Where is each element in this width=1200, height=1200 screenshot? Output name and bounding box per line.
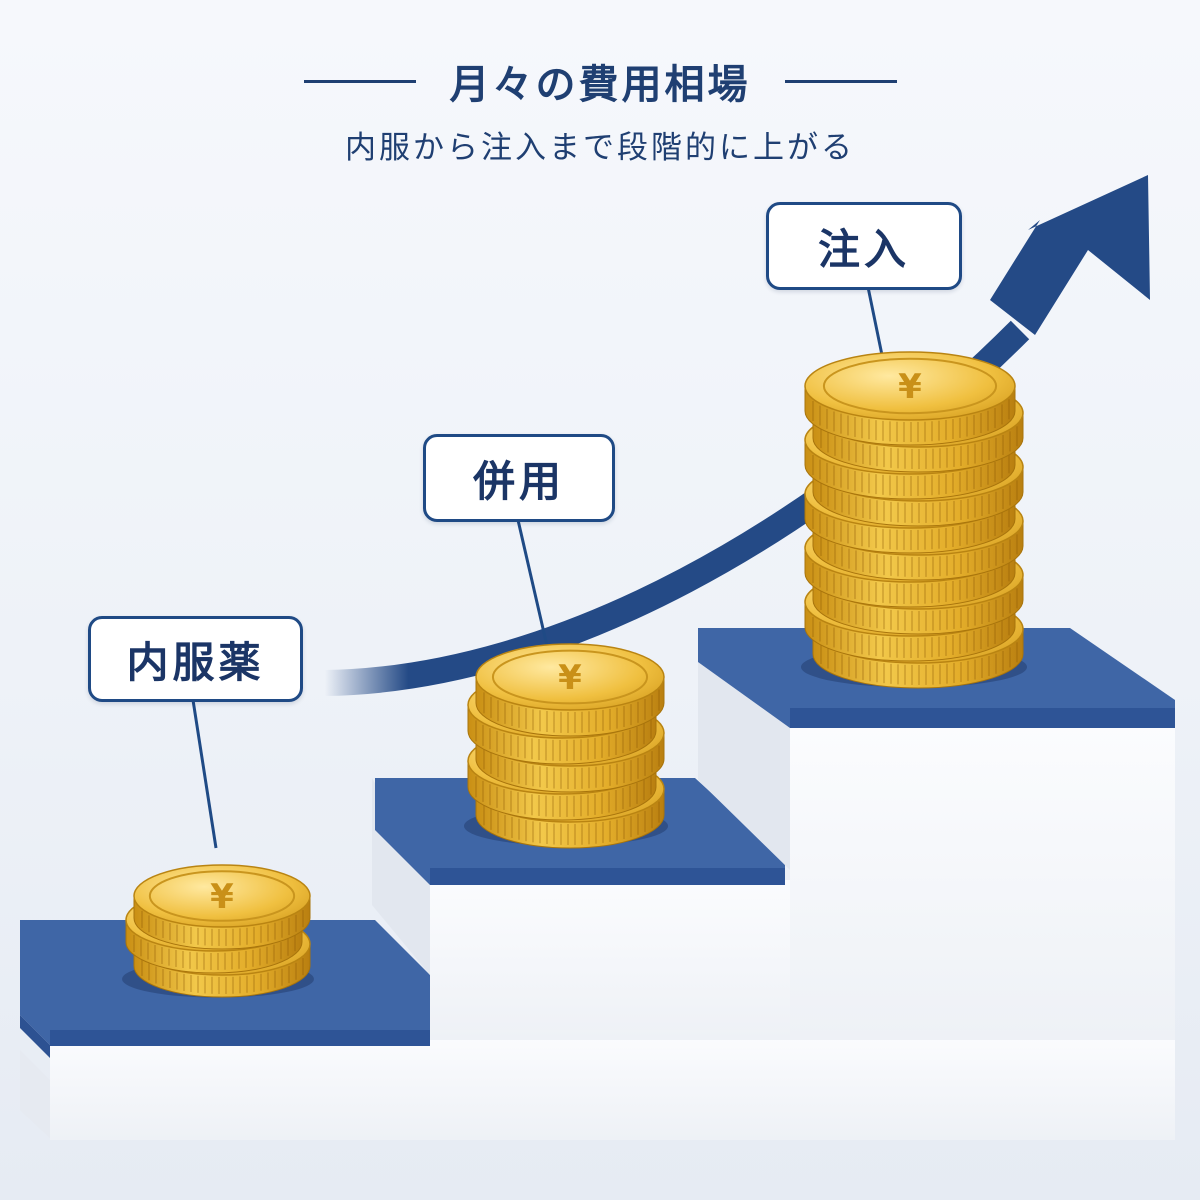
leader-line-3 bbox=[866, 286, 885, 361]
header: 月々の費用相場 内服から注入まで段階的に上がる bbox=[0, 0, 1200, 190]
title-rule-right bbox=[784, 79, 897, 83]
yen-coin-icon: ¥ bbox=[133, 864, 311, 950]
coin-stack-2: ¥ bbox=[464, 643, 668, 849]
yen-symbol: ¥ bbox=[558, 658, 582, 698]
arrow-head-icon bbox=[990, 175, 1150, 335]
title-row: 月々の費用相場 bbox=[0, 52, 1200, 110]
title-rule-left bbox=[303, 79, 416, 83]
step-label-1: 内服薬 bbox=[88, 616, 303, 702]
step-label-2: 併用 bbox=[423, 434, 615, 522]
step-1-block bbox=[20, 920, 1175, 1140]
leader-line-1 bbox=[191, 699, 218, 849]
coin-layer: ¥ ¥ ¥ bbox=[122, 351, 1027, 998]
step-label-3: 注入 bbox=[766, 202, 962, 290]
yen-symbol: ¥ bbox=[898, 367, 922, 407]
coin-stack-3: ¥ bbox=[801, 351, 1027, 689]
page-subtitle: 内服から注入まで段階的に上がる bbox=[345, 130, 855, 166]
yen-symbol: ¥ bbox=[210, 877, 234, 917]
page-title: 月々の費用相場 bbox=[449, 62, 751, 108]
yen-coin-icon: ¥ bbox=[475, 643, 665, 737]
yen-coin-icon: ¥ bbox=[804, 351, 1016, 446]
coin-stack-1: ¥ bbox=[122, 864, 314, 998]
step-3-block bbox=[698, 628, 1175, 1040]
